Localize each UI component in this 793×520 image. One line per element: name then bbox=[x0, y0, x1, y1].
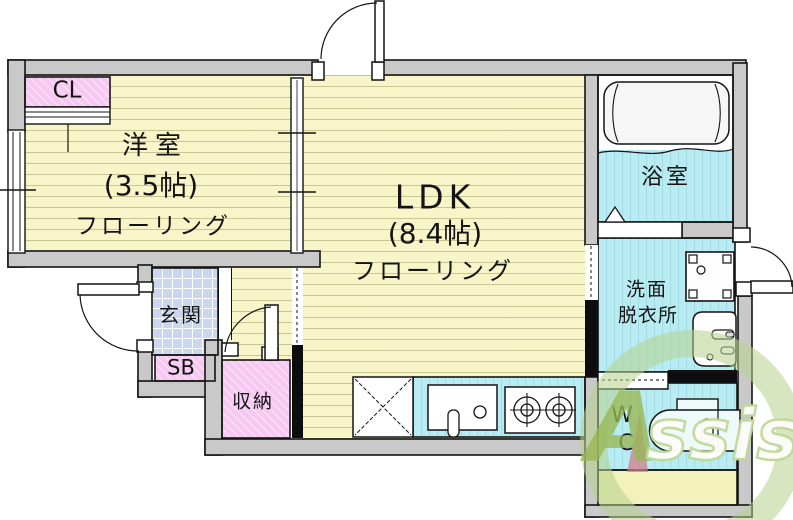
logo-letter-a: A bbox=[586, 372, 661, 484]
label-bath: 浴室 bbox=[640, 165, 692, 190]
wall-ldk-bath-upper bbox=[584, 74, 599, 246]
wall-bath-right-upper bbox=[732, 62, 748, 243]
wall-entrance-right bbox=[204, 339, 223, 456]
door-entrance bbox=[77, 281, 154, 353]
wall-left-upper bbox=[7, 59, 26, 133]
label-ldk-name: LDK bbox=[394, 177, 476, 217]
outline-storage bbox=[221, 359, 291, 439]
wall-black-ldk-wash bbox=[585, 300, 598, 377]
wall-bottom-main bbox=[204, 438, 599, 456]
kitchen-sink bbox=[427, 384, 498, 438]
sliding-partition bbox=[278, 77, 316, 343]
closet-shelf bbox=[24, 106, 111, 152]
label-entrance: 玄関 bbox=[159, 303, 203, 327]
wall-top-left bbox=[7, 59, 319, 76]
refrigerator-space bbox=[352, 376, 414, 438]
door-top bbox=[311, 0, 385, 81]
wall-black-storage-right bbox=[292, 345, 303, 438]
label-ldk-size: (8.4帖) bbox=[387, 217, 483, 250]
wall-top-right bbox=[376, 59, 747, 76]
washing-machine bbox=[685, 251, 735, 302]
window-west bbox=[0, 129, 36, 254]
label-storage: 収納 bbox=[231, 390, 275, 413]
label-shoebox: SB bbox=[167, 355, 195, 380]
storage-floor bbox=[222, 360, 290, 438]
bath-floor bbox=[598, 150, 733, 222]
wall-bath-wash-divider bbox=[681, 221, 734, 239]
washbasin bbox=[692, 311, 737, 367]
label-ldk-floor: フローリング bbox=[352, 257, 514, 285]
wall-bottom-right-block bbox=[584, 504, 753, 518]
label-western-name: 洋室 bbox=[121, 131, 189, 161]
door-right bbox=[732, 227, 793, 297]
opening-washroom bbox=[585, 245, 598, 300]
label-washroom-1: 洗面 bbox=[625, 278, 669, 301]
wall-western-bottom bbox=[7, 250, 321, 268]
outline-shoebox bbox=[154, 354, 216, 382]
logo-letters-ssist: ssist bbox=[645, 394, 793, 476]
hall-nook-floor bbox=[230, 267, 292, 360]
label-western-floor: フローリング bbox=[75, 213, 231, 240]
label-washroom-2: 脱衣所 bbox=[617, 304, 679, 327]
label-western-size: (3.5帖) bbox=[103, 169, 199, 202]
label-closet: CL bbox=[52, 77, 82, 104]
bathtub bbox=[597, 81, 734, 154]
closet-cl bbox=[25, 77, 110, 107]
stove bbox=[504, 386, 576, 434]
door-bath-sliding bbox=[597, 221, 683, 239]
door-storage bbox=[221, 304, 279, 361]
bath-step-marker bbox=[603, 205, 627, 223]
